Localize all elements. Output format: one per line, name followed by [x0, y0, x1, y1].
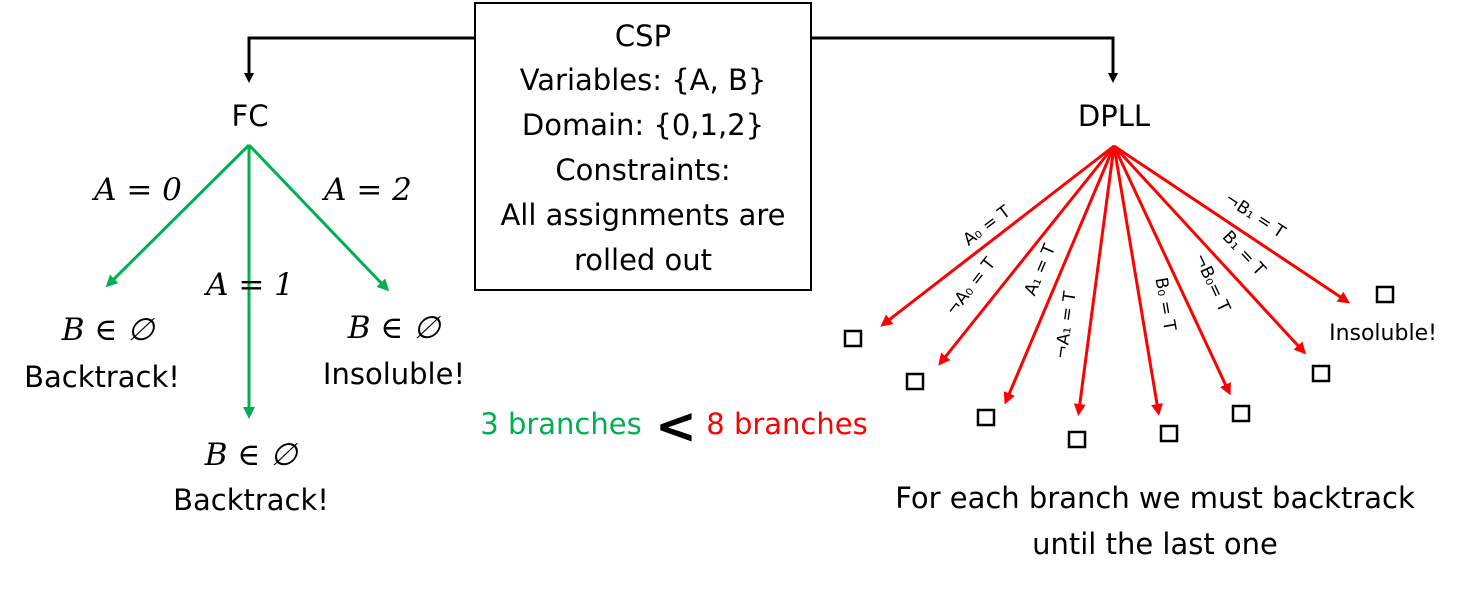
dpll-edge-1: [880, 144, 1115, 327]
comparison-left: 3 branches: [480, 407, 641, 441]
dpll-edges: [880, 144, 1350, 416]
dpll-edge-label-7: B₁ = T: [1218, 227, 1270, 281]
connector-to-fc: [244, 36, 475, 83]
csp-title: CSP: [615, 19, 671, 53]
dpll-leaf-7: [1311, 364, 1331, 383]
fc-edge-a2: [247, 143, 390, 292]
dpll-edge-7: [1112, 144, 1307, 355]
dpll-leaf-3: [976, 408, 996, 427]
dpll-leaf-2: [905, 372, 925, 391]
dpll-edge-8: [1113, 144, 1350, 304]
dpll-leaf-8: [1375, 285, 1395, 304]
dpll-note-line2: until the last one: [1032, 527, 1278, 561]
fc-result-a1: B ∈ ∅: [204, 437, 299, 473]
fc-result-a2: B ∈ ∅: [347, 310, 442, 346]
csp-constraints-line2: All assignments are: [500, 198, 785, 232]
fc-status-a0: Backtrack!: [24, 360, 180, 394]
fc-edges: [105, 143, 390, 419]
csp-domain: Domain: {0,1,2}: [522, 108, 764, 142]
dpll-label: DPLL: [1078, 99, 1150, 133]
comparison-right: 8 branches: [706, 407, 867, 441]
csp-variables: Variables: {A, B}: [520, 63, 767, 97]
dpll-leaf-4: [1067, 430, 1087, 449]
comparison-symbol: <: [655, 397, 697, 455]
fc-edge-label-a2: A = 2: [321, 172, 412, 208]
dpll-edge-label-5: B₀ = T: [1150, 276, 1179, 333]
fc-label: FC: [232, 99, 269, 133]
dpll-leaves: [843, 285, 1395, 449]
dpll-leaf-6: [1231, 404, 1251, 423]
dpll-last-status: Insoluble!: [1329, 321, 1437, 346]
fc-edge-label-a0: A = 0: [91, 172, 182, 208]
dpll-edge-label-2: ¬A₀ = T: [942, 253, 1000, 319]
dpll-edge-3: [1003, 145, 1116, 405]
dpll-edge-4: [1073, 145, 1116, 416]
csp-constraints: Constraints:: [555, 153, 730, 187]
connector-to-dpll: [811, 36, 1118, 83]
csp-box: CSP Variables: {A, B} Domain: {0,1,2} Co…: [474, 2, 812, 291]
dpll-edge-label-6: ¬B₀= T: [1189, 250, 1234, 316]
dpll-edge-label-4: ¬A₁ = T: [1051, 290, 1080, 361]
dpll-edge-6: [1112, 145, 1231, 396]
fc-edge-a0: [105, 143, 251, 288]
fc-status-a2: Insoluble!: [323, 357, 465, 391]
dpll-note-line1: For each branch we must backtrack: [895, 481, 1415, 515]
dpll-leaf-1: [843, 329, 863, 348]
dpll-edge-5: [1112, 145, 1163, 416]
fc-status-a1: Backtrack!: [173, 483, 329, 517]
csp-constraints-line3: rolled out: [574, 243, 712, 277]
fc-result-a0: B ∈ ∅: [61, 312, 156, 348]
dpll-leaf-5: [1159, 424, 1179, 443]
fc-edge-label-a1: A = 1: [203, 267, 294, 303]
dpll-edge-2: [938, 145, 1116, 366]
